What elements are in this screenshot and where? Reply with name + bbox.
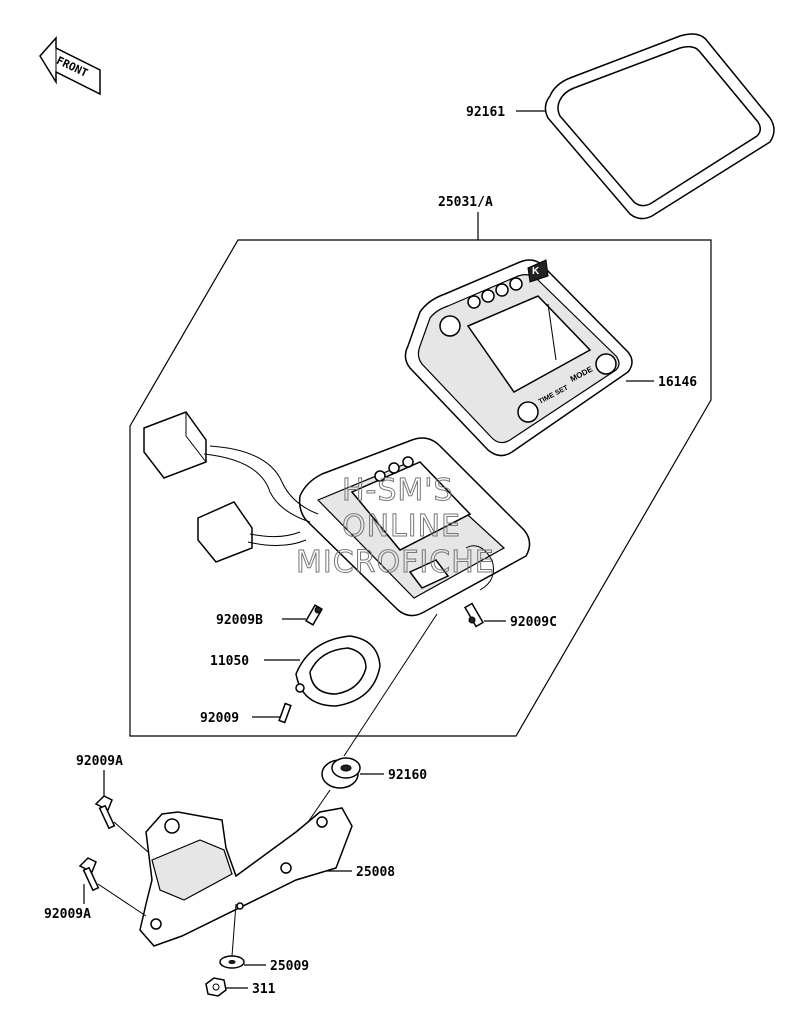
nut-311-icon bbox=[205, 977, 227, 997]
part-label-92009: 92009 bbox=[200, 711, 239, 726]
watermark-line-3: MICROFICHE bbox=[296, 545, 495, 580]
leader-line bbox=[343, 613, 438, 757]
grommet-92160 bbox=[321, 757, 361, 789]
part-label-311: 311 bbox=[252, 982, 276, 997]
screw-92009c-icon bbox=[464, 602, 484, 628]
part-label-92009a-bottom: 92009A bbox=[44, 907, 91, 922]
leader-line bbox=[97, 883, 147, 917]
part-label-92160: 92160 bbox=[388, 768, 427, 783]
watermark: H-SM'S ONLINE MICROFICHE bbox=[296, 473, 495, 581]
part-label-92161: 92161 bbox=[466, 105, 505, 120]
bracket-25008 bbox=[139, 807, 353, 947]
washer-25009-icon bbox=[219, 955, 245, 969]
screw-92009-icon bbox=[278, 702, 292, 724]
part-label-25009: 25009 bbox=[270, 959, 309, 974]
part-label-92009c: 92009C bbox=[510, 615, 557, 630]
gasket-frame-92161 bbox=[544, 33, 775, 220]
wire-harness bbox=[143, 411, 319, 563]
ring-bracket-11050 bbox=[295, 635, 381, 707]
screw-92009b-icon bbox=[305, 604, 323, 626]
leader-line bbox=[231, 903, 237, 957]
part-label-25008: 25008 bbox=[356, 865, 395, 880]
bolt-92009a-bottom-icon bbox=[78, 857, 100, 892]
part-label-92009b: 92009B bbox=[216, 613, 263, 628]
meter-cover-16146: MODE TIME SET K bbox=[404, 259, 633, 457]
bolt-92009a-top-icon bbox=[94, 795, 116, 830]
watermark-line-2: ONLINE bbox=[342, 509, 461, 544]
leader-line bbox=[113, 821, 149, 853]
part-label-11050: 11050 bbox=[210, 654, 249, 669]
brand-mark: K bbox=[532, 266, 540, 277]
watermark-line-1: H-SM'S bbox=[342, 473, 454, 508]
meter-body bbox=[298, 437, 531, 617]
front-arrow-icon: FRONT bbox=[39, 36, 101, 96]
part-label-16146: 16146 bbox=[658, 375, 697, 390]
part-label-92009a-top: 92009A bbox=[76, 754, 123, 769]
assembly-boundary bbox=[129, 239, 712, 737]
part-label-25031a: 25031/A bbox=[438, 195, 493, 210]
